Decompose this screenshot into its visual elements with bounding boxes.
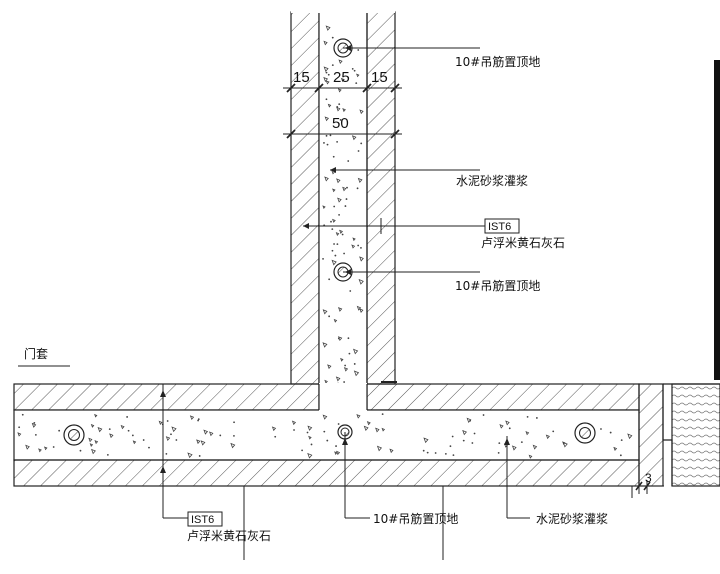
callout-stone-name-upper: 卢浮米黄石灰石	[481, 235, 565, 250]
slab-grout-fill	[17, 413, 633, 459]
callout-grout-upper: 水泥砂浆灌浆	[456, 173, 528, 188]
leader-lines	[18, 47, 633, 560]
callout-rebar-mid: 10#吊筋置顶地	[455, 278, 540, 293]
dim-right-skin: 15	[371, 69, 388, 86]
callout-stone-name-lower: 卢浮米黄石灰石	[187, 528, 271, 543]
dim-total: 50	[332, 115, 349, 132]
dim-left-skin: 15	[293, 69, 310, 86]
horizontal-wall	[13, 383, 640, 487]
callout-door-frame: 门套	[24, 346, 48, 361]
stone-tag-box-upper	[484, 218, 520, 234]
wall-grout-fill	[322, 25, 364, 406]
rebar-slab-left	[63, 424, 85, 446]
door-frame-section	[638, 60, 720, 487]
callout-stone-code-lower: IST6	[191, 514, 214, 526]
vertical-wall	[290, 11, 397, 411]
dimension-chain-top	[283, 78, 402, 94]
rebar-slab-right	[574, 422, 596, 444]
callout-rebar-bottom: 10#吊筋置顶地	[373, 511, 458, 526]
callout-grout-lower: 水泥砂浆灌浆	[536, 511, 608, 526]
dim-gap: 3	[645, 471, 652, 485]
callout-stone-code-upper: IST6	[488, 221, 511, 233]
stone-tag-box-lower	[187, 511, 223, 527]
leader-arrows	[160, 45, 510, 473]
dim-core: 25	[333, 69, 350, 86]
dimension-total	[283, 124, 402, 140]
dimension-gap	[634, 480, 664, 494]
callout-rebar-top: 10#吊筋置顶地	[455, 54, 540, 69]
